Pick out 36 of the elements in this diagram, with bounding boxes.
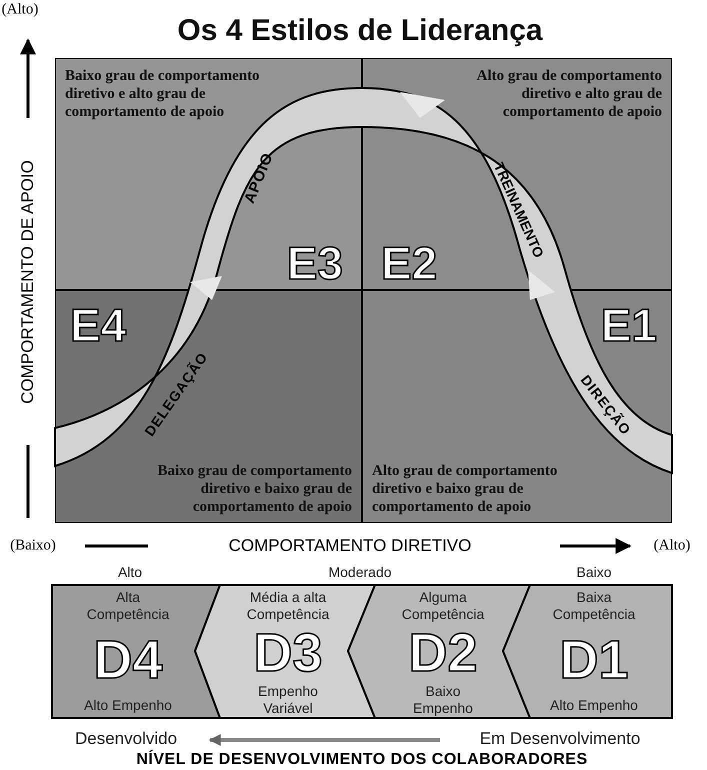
axis-title: COMPORTAMENTO DE APOIO xyxy=(18,160,38,404)
level-label: Alto xyxy=(118,564,142,580)
axis-title: NÍVEL DE DESENVOLVIMENTO DOS COLABORADORES xyxy=(136,751,588,769)
chevron-panel xyxy=(503,585,672,718)
competence-text: Média a alta Competência xyxy=(246,589,330,623)
development-code: D3 xyxy=(253,623,323,683)
level-label: Moderado xyxy=(328,564,392,580)
commitment-text: Empenho Variável xyxy=(257,683,319,717)
style-code: E2 xyxy=(381,239,438,287)
scale-end-label: Em Desenvolvimento xyxy=(480,729,640,749)
axis-title: COMPORTAMENTO DIRETIVO xyxy=(228,536,472,556)
quadrant-description: Alto grau de comportamento diretivo e alto grau de comportamento de apoio xyxy=(476,67,662,121)
quadrant-panel xyxy=(362,290,672,523)
development-code: D4 xyxy=(93,630,163,690)
style-code: E1 xyxy=(600,301,657,349)
chevron-panel xyxy=(52,585,220,718)
development-code: D2 xyxy=(408,623,478,683)
scale-end-label: Desenvolvido xyxy=(74,729,178,749)
style-code: E3 xyxy=(286,239,343,287)
style-code: E4 xyxy=(70,301,126,349)
quadrant-panel xyxy=(55,290,362,523)
diagram-title: Os 4 Estilos de Liderança xyxy=(177,14,543,48)
commitment-text: Alto Empenho xyxy=(550,697,638,714)
competence-text: Alguma Competência xyxy=(400,589,486,623)
axis-end-label: (Baixo) xyxy=(10,538,56,554)
quadrant-description: Alto grau de comportamento diretivo e baixo grau de comportamento de apoio xyxy=(372,462,558,516)
level-label: Baixo xyxy=(576,564,612,580)
commitment-text: Baixo Empenho xyxy=(412,683,474,717)
axis-end-label: (Alto) xyxy=(654,538,690,554)
competence-text: Alta Competência xyxy=(86,589,170,623)
development-code: D1 xyxy=(559,630,629,690)
commitment-text: Alto Empenho xyxy=(84,697,172,714)
competence-text: Baixa Competência xyxy=(552,589,636,623)
quadrant-description: Baixo grau de comportamento diretivo e alto grau de comportamento de apoio xyxy=(65,67,261,121)
axis-end-label: (Alto) xyxy=(2,2,38,18)
quadrant-description: Baixo grau de comportamento diretivo e baixo grau de comportamento de apoio xyxy=(156,462,352,516)
